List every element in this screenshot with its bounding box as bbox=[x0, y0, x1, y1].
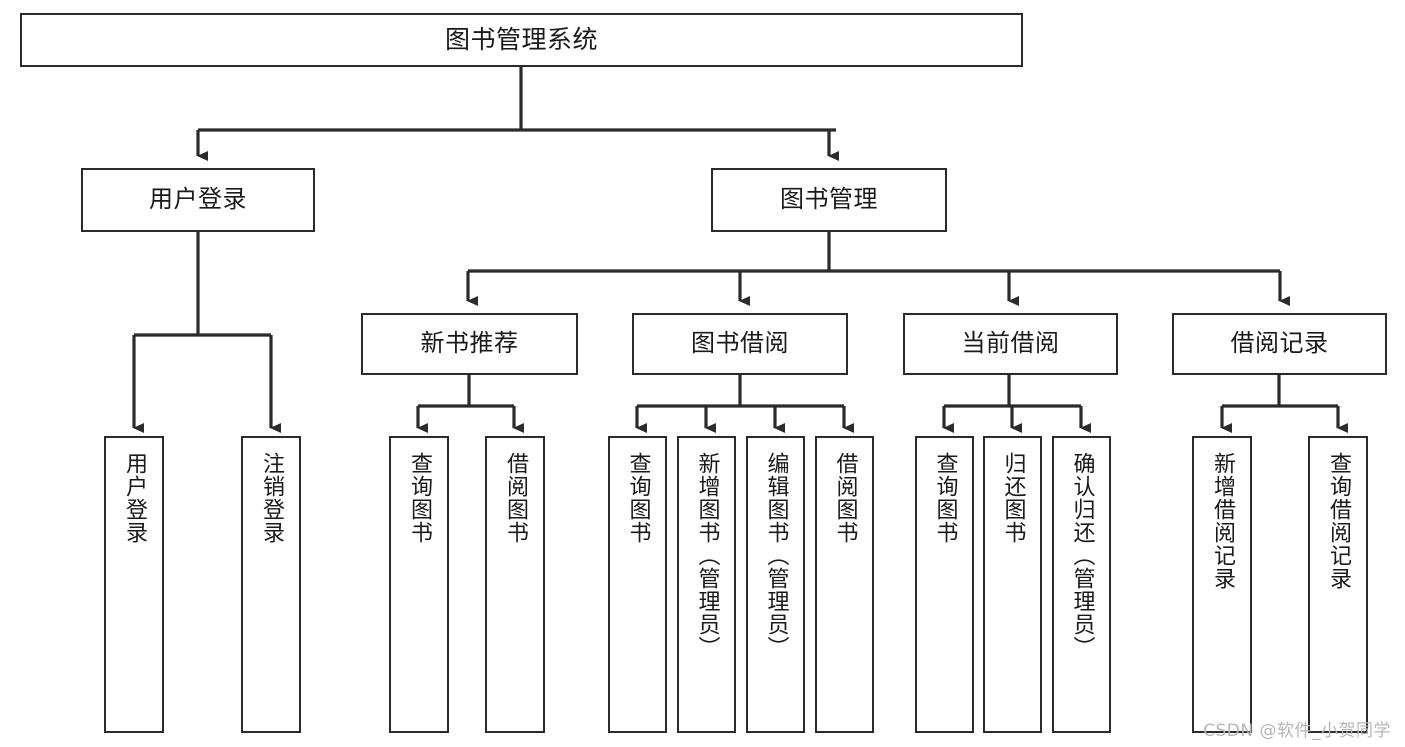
leaf-confirm-return-admin[interactable]: 确认归还（管理员） bbox=[1052, 436, 1111, 733]
leaf-query-borrow-record[interactable]: 查询借阅记录 bbox=[1308, 436, 1368, 733]
node-label: 归还图书 bbox=[1000, 452, 1026, 544]
node-label: 当前借阅 bbox=[961, 329, 1060, 358]
watermark-text: CSDN @软件_小贺同学 bbox=[1203, 721, 1391, 741]
node-new-book-recommend[interactable]: 新书推荐 bbox=[361, 313, 578, 375]
leaf-query-book-borrow[interactable]: 查询图书 bbox=[608, 436, 667, 733]
node-label: 编辑图书（管理员） bbox=[763, 452, 789, 659]
node-label: 新增图书（管理员） bbox=[694, 452, 720, 659]
leaf-borrow-book-recommend[interactable]: 借阅图书 bbox=[485, 436, 545, 733]
node-label: 查询图书 bbox=[625, 452, 651, 544]
node-user-login[interactable]: 用户登录 bbox=[81, 168, 315, 232]
node-current-borrow[interactable]: 当前借阅 bbox=[903, 313, 1118, 375]
node-label: 查询借阅记录 bbox=[1325, 452, 1351, 590]
node-root-book-management-system[interactable]: 图书管理系统 bbox=[20, 13, 1023, 67]
leaf-borrow-book[interactable]: 借阅图书 bbox=[815, 436, 874, 733]
node-label: 图书借阅 bbox=[691, 329, 789, 358]
leaf-add-book-admin[interactable]: 新增图书（管理员） bbox=[677, 436, 736, 733]
leaf-edit-book-admin[interactable]: 编辑图书（管理员） bbox=[746, 436, 805, 733]
leaf-return-book[interactable]: 归还图书 bbox=[983, 436, 1042, 733]
leaf-add-borrow-record[interactable]: 新增借阅记录 bbox=[1192, 436, 1252, 733]
node-label: 图书管理系统 bbox=[444, 24, 598, 54]
leaf-user-logout[interactable]: 注销登录 bbox=[241, 436, 301, 733]
node-label: 借阅图书 bbox=[832, 452, 858, 544]
node-label: 借阅记录 bbox=[1230, 329, 1329, 358]
node-label: 查询图书 bbox=[932, 452, 958, 544]
node-label: 图书管理 bbox=[780, 185, 878, 214]
node-label: 用户登录 bbox=[121, 452, 147, 544]
leaf-query-book-recommend[interactable]: 查询图书 bbox=[389, 436, 449, 733]
node-label: 查询图书 bbox=[406, 452, 432, 544]
node-borrow-record[interactable]: 借阅记录 bbox=[1172, 313, 1387, 375]
node-label: 新书推荐 bbox=[420, 329, 519, 358]
leaf-user-login[interactable]: 用户登录 bbox=[104, 436, 164, 733]
node-label: 注销登录 bbox=[258, 452, 284, 544]
node-book-management[interactable]: 图书管理 bbox=[711, 168, 947, 232]
node-label: 新增借阅记录 bbox=[1209, 452, 1235, 590]
leaf-query-book-current[interactable]: 查询图书 bbox=[915, 436, 974, 733]
node-book-borrow[interactable]: 图书借阅 bbox=[632, 313, 848, 375]
node-label: 借阅图书 bbox=[502, 452, 528, 544]
node-label: 确认归还（管理员） bbox=[1069, 452, 1095, 659]
node-label: 用户登录 bbox=[149, 185, 247, 214]
